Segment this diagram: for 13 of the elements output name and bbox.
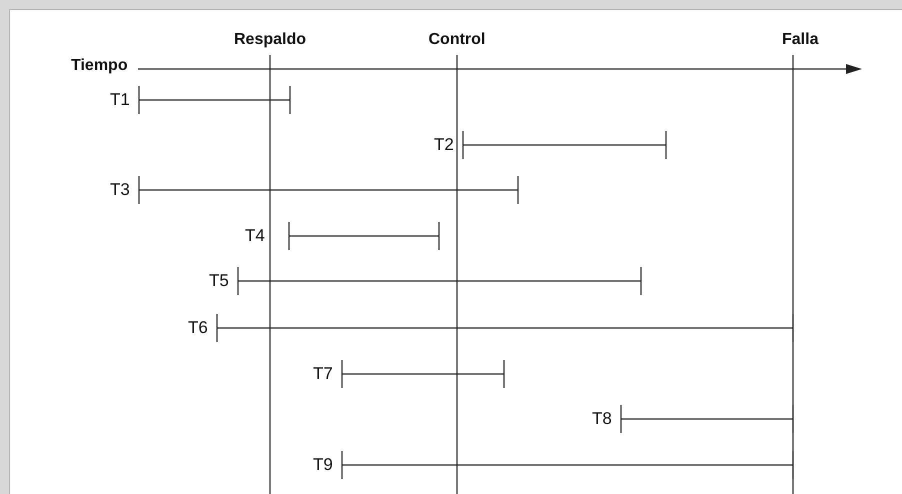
interval-label: T9 <box>313 455 333 475</box>
column-heading: Falla <box>782 30 818 50</box>
interval-label: T4 <box>245 226 265 246</box>
interval-label: T8 <box>592 409 612 429</box>
column-heading: Respaldo <box>234 30 306 50</box>
interval-label: T7 <box>313 364 333 384</box>
interval-label: T6 <box>188 318 208 338</box>
interval-label: T5 <box>209 271 229 291</box>
interval-label: T2 <box>434 135 454 155</box>
interval-label: T1 <box>110 90 130 110</box>
column-heading: Control <box>428 30 486 50</box>
axis-label: Tiempo <box>71 56 128 76</box>
interval-label: T3 <box>110 180 130 200</box>
